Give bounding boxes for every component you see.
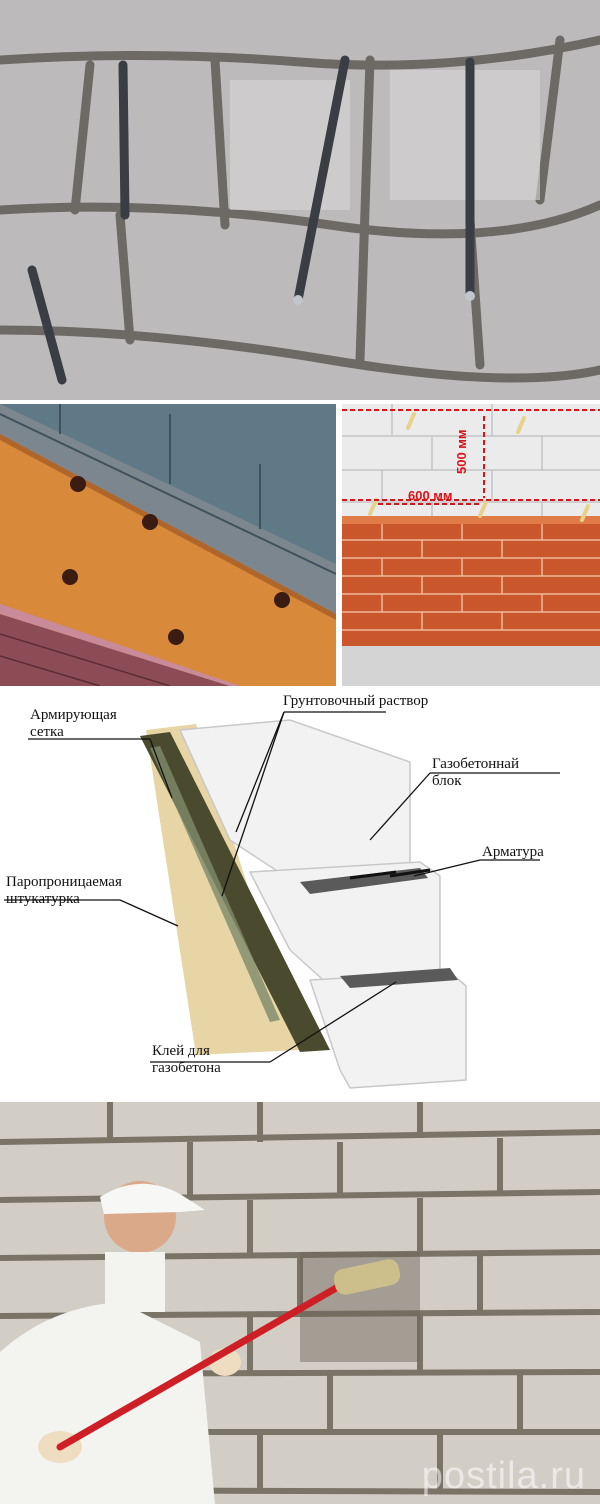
label-glue: Клей для газобетона [152, 1043, 221, 1076]
width-dimension: 600 мм [408, 488, 453, 503]
label-vapor-plaster: Паропроницаемая штукатурка [6, 874, 122, 907]
label-primer-mortar: Грунтовочный раствор [283, 693, 429, 709]
label-aerated-block: Газобетоннай блок [432, 756, 519, 789]
label-reinforcing-mesh: Армирующая сетка [30, 707, 117, 740]
height-dimension: 500 мм [454, 429, 469, 474]
photo-worker-priming-wall: postila.ru [0, 1102, 600, 1504]
photo-block-wall-ties [0, 0, 600, 400]
label-rebar: Арматура [482, 844, 544, 860]
watermark: postila.ru [421, 1455, 586, 1497]
diagram-wall-section: Армирующая сетка Грунтовочный раствор Га… [0, 690, 600, 1098]
illustration-insulated-wall [0, 404, 336, 686]
diagram-tie-spacing: 500 мм 600 мм [342, 404, 600, 686]
